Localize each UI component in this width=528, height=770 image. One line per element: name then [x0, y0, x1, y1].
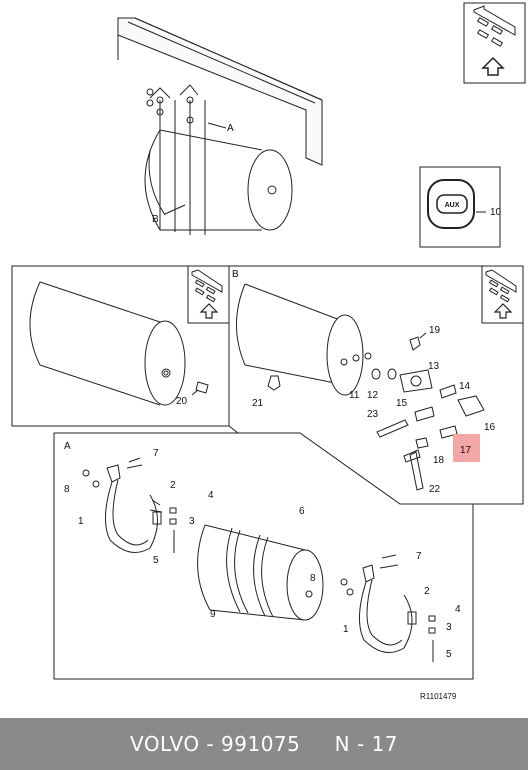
callout-2-right: 2	[424, 586, 430, 597]
callout-3-right: 3	[446, 622, 452, 633]
callout-10: 10	[490, 207, 502, 218]
footer-position: N - 17	[334, 732, 399, 756]
drawing-reference: R1101479	[420, 692, 457, 701]
callout-2-left: 2	[170, 480, 176, 491]
callout-7-right: 7	[416, 551, 422, 562]
callout-1-right: 1	[343, 624, 349, 635]
overview-label-a: A	[227, 123, 234, 134]
callout-16: 16	[484, 422, 496, 433]
callout-22: 22	[429, 484, 441, 495]
view-a-illustration	[82, 457, 436, 662]
tank-plug-illustration	[29, 281, 209, 406]
orientation-icon	[463, 2, 526, 84]
aux-button-label: AUX	[445, 202, 460, 209]
callout-19: 19	[429, 325, 441, 336]
view-b-illustration	[236, 283, 485, 491]
callout-14: 14	[459, 381, 471, 392]
footer-spacer	[300, 732, 334, 756]
orientation-icon-small-left	[187, 265, 230, 324]
view-a-box	[53, 432, 474, 680]
callout-11: 11	[349, 390, 360, 401]
callout-3-left: 3	[189, 516, 195, 527]
callout-23: 23	[367, 409, 379, 420]
view-a-label: A	[64, 441, 71, 452]
overview-illustration	[117, 17, 323, 235]
orientation-icon-small-right	[481, 265, 524, 324]
view-b-label: B	[232, 269, 239, 280]
callout-20: 20	[176, 396, 188, 407]
callout-17: 17	[460, 445, 472, 456]
footer-bar: VOLVO - 991075 N - 17	[0, 718, 528, 770]
callout-7-left: 7	[153, 448, 159, 459]
callout-18: 18	[433, 455, 445, 466]
callout-9: 9	[210, 609, 216, 620]
callout-13: 13	[428, 361, 440, 372]
callout-8-right: 8	[310, 573, 316, 584]
callout-4-right: 4	[455, 604, 461, 615]
overview-label-b: B	[152, 214, 159, 225]
aux-button-box	[419, 166, 501, 248]
callout-1-left: 1	[78, 516, 84, 527]
callout-5-left: 5	[153, 555, 159, 566]
callout-5-right: 5	[446, 649, 452, 660]
footer-brand: VOLVO	[129, 732, 200, 756]
callout-4-left: 4	[208, 490, 214, 501]
callout-8-left: 8	[64, 484, 70, 495]
footer-separator: -	[199, 732, 222, 756]
callout-21: 21	[252, 398, 264, 409]
parts-diagram: A B AUX 10 20	[11, 2, 526, 701]
callout-15: 15	[396, 398, 408, 409]
footer-part-number: 991075	[221, 732, 301, 756]
callout-6: 6	[299, 506, 305, 517]
highlight-callout-17	[453, 434, 480, 462]
callout-12: 12	[367, 390, 379, 401]
